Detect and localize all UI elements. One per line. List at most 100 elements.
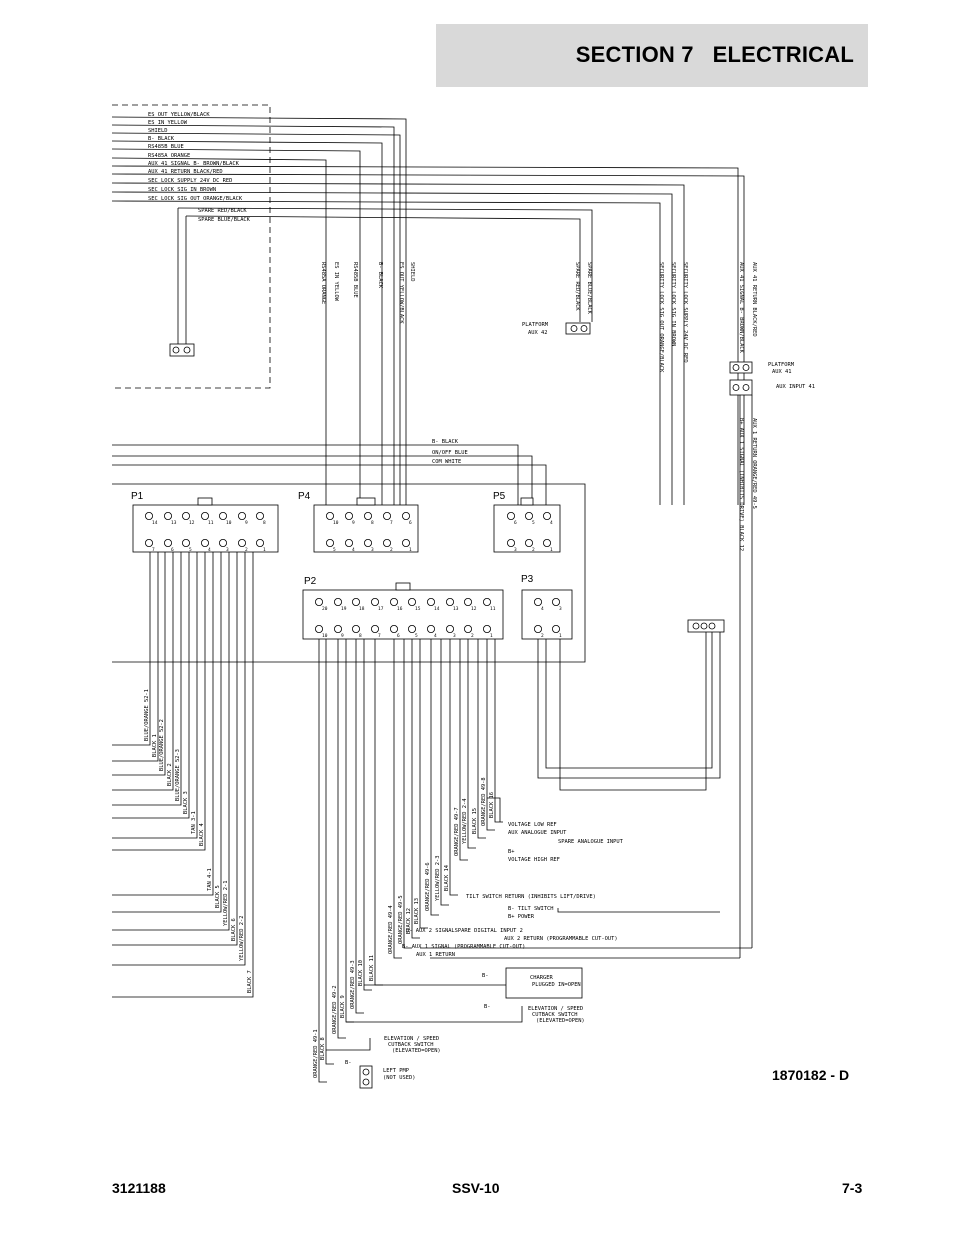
wire-label-p2: ORANGE/RED 49-6 [425, 862, 431, 911]
wire-label-p2: BLACK 11 [369, 955, 375, 981]
pin-number: 3 [559, 606, 562, 612]
pin-number: 4 [208, 547, 211, 553]
wire-label-top: B- BLACK [148, 136, 175, 142]
device-label: ELEVATION / SPEED [528, 1006, 583, 1012]
pin-circle [389, 598, 398, 607]
connector-p1-key [197, 497, 213, 506]
wire-p1-4 [112, 552, 182, 806]
wire-tilt [557, 908, 720, 913]
pin-circle [218, 512, 227, 521]
device-label: (ELEVATED=OPEN) [392, 1048, 441, 1054]
pin-number: 14 [434, 606, 440, 612]
wire-p2-18 [494, 639, 503, 823]
platform-aux41-connector [729, 361, 753, 374]
pin-number: 18 [359, 606, 365, 612]
wire-label-p2: BLACK 16 [489, 792, 495, 818]
wire-p2-10 [419, 639, 428, 929]
pin-circle [708, 622, 716, 630]
pin-circle [200, 512, 209, 521]
wire-label-p2: ORANGE/RED 49-1 [313, 1029, 319, 1078]
function-label: B+ [508, 849, 515, 855]
wire-top-8 [111, 182, 685, 505]
wire-label-top: SEC LOCK SIG IN BROWN [148, 187, 216, 193]
wire-top-5 [111, 157, 327, 505]
pin-number: 6 [514, 520, 517, 526]
connector-boxes [132, 322, 753, 1089]
wire-label-mid: ON/OFF BLUE [432, 450, 468, 456]
pin-circle [351, 598, 360, 607]
pin-circle [325, 539, 334, 548]
wire-label-vertical: ES OUT YELLOW/BLACK [398, 262, 404, 324]
wire-label-p1: BLACK 1 [152, 734, 158, 757]
wire-label-p2: BLACK 14 [444, 865, 450, 891]
pin-circle [382, 539, 391, 548]
wire-label-mid: B- BLACK [432, 439, 459, 445]
wire-label-p1: BLACK 5 [215, 885, 221, 908]
pin-circle [333, 625, 342, 634]
connector-label: P2 [304, 576, 317, 587]
pin-number: 14 [152, 520, 158, 526]
wire-label-p1: BLACK 6 [231, 918, 237, 941]
pin-number: 19 [341, 606, 347, 612]
pin-number: 13 [171, 520, 177, 526]
pin-circle [144, 512, 153, 521]
connector-p2 [302, 589, 504, 640]
platform-aux42-connector [565, 322, 591, 335]
pin-number: 10 [333, 520, 339, 526]
connector-label: PLATFORM [768, 362, 795, 368]
connector-p4-key [356, 497, 376, 506]
wire-p1-13 [112, 552, 254, 998]
pin-circle [401, 512, 410, 521]
wire-spare-blue-black [185, 215, 581, 322]
wire-label-top: AUX 41 SIGNAL B- BROWN/BLACK [148, 161, 240, 167]
pin-number: 4 [541, 606, 544, 612]
wire-top-7 [111, 173, 745, 505]
wire-mid-0 [112, 444, 519, 520]
wire-p2-13 [449, 639, 458, 896]
pin-number: 2 [471, 633, 474, 639]
wire-p1-2 [112, 552, 166, 776]
device-label: (NOT USED) [383, 1075, 415, 1081]
function-label: B+ POWER [508, 914, 535, 920]
section-title: SECTION 7 ELECTRICAL [575, 42, 854, 67]
pin-number: 13 [453, 606, 459, 612]
wire-label-p1: BLACK 2 [167, 763, 173, 786]
wire-label-p2: YELLOW/RED 2-3 [435, 856, 441, 901]
pin-circle [370, 625, 379, 634]
wire-label-p2: BLACK 10 [358, 960, 364, 986]
pin-circle [482, 625, 491, 634]
wire-label-vertical: AUX 41 RETURN BLACK/RED [751, 262, 757, 337]
wire-label-vertical: RS485A ORANGE [320, 262, 326, 304]
pin-circle [482, 598, 491, 607]
wire-top-3 [111, 140, 383, 505]
pin-circle [732, 364, 740, 371]
function-label: VOLTAGE LOW REF [508, 822, 557, 828]
pin-number: 8 [263, 520, 266, 526]
footer-page-number: 7-3 [842, 1180, 863, 1196]
function-label: TILT SWITCH RETURN (INHIBITS LIFT/DRIVE) [466, 894, 596, 900]
connector-label: P5 [493, 491, 506, 502]
pin-circle [362, 1078, 370, 1086]
wire-p2-16 [477, 639, 486, 839]
pin-number: 17 [378, 606, 384, 612]
wire-label-p2: BLACK 13 [414, 898, 420, 924]
pin-number: 5 [532, 520, 535, 526]
pin-number: 4 [434, 633, 437, 639]
pin-circle [181, 539, 190, 548]
pin-number: 7 [152, 547, 155, 553]
pin-number: 9 [341, 633, 344, 639]
wire-label-p2: YELLOW/RED 2-4 [462, 799, 468, 844]
wire-label-top: SPARE RED/BLACK [198, 208, 247, 214]
pin-circle [255, 512, 264, 521]
pin-circle [314, 598, 323, 607]
pin-circle [370, 598, 379, 607]
function-label: SPARE ANALOGUE INPUT [558, 839, 624, 845]
pin-circle [506, 539, 515, 548]
wire-label-vertical: RS485B BLUE [352, 262, 358, 298]
wire-label-top: SEC LOCK SIG OUT ORANGE/BLACK [148, 196, 243, 202]
pin-circle [742, 364, 750, 371]
pin-circle [218, 539, 227, 548]
pin-number: 7 [390, 520, 393, 526]
pin-number: 12 [471, 606, 477, 612]
